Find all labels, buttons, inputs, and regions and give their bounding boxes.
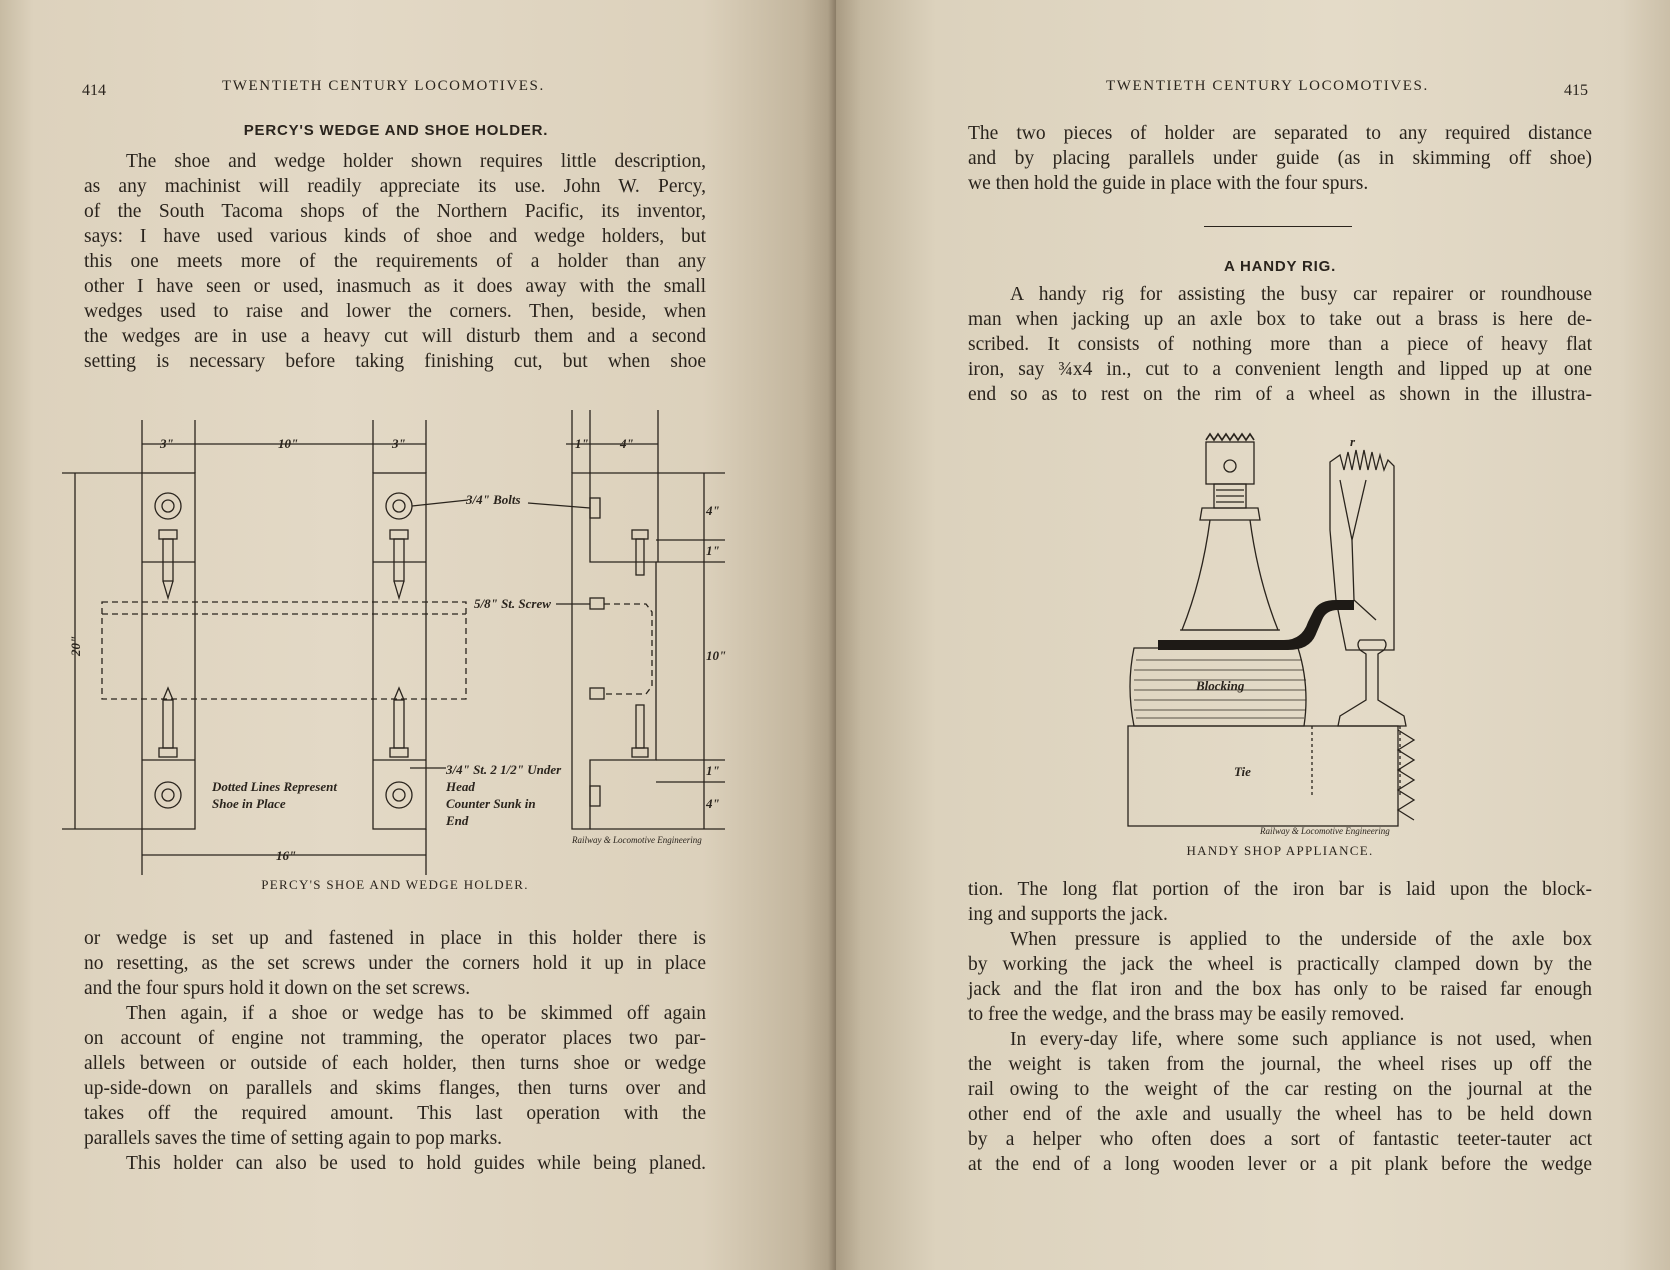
text-line: the weight is taken from the journal, th… — [968, 1054, 1592, 1075]
section-heading: A HANDY RIG. — [1223, 258, 1337, 275]
text-line: by working the jack the wheel is practic… — [968, 954, 1592, 975]
text-line: we then hold the guide in place with the… — [968, 173, 1369, 194]
left-holder-outline — [141, 472, 196, 830]
wheel-rim — [1329, 449, 1395, 651]
text-line: this one meets more of the requirements … — [84, 251, 706, 272]
dotted-lines-label-1: Dotted Lines Represent — [211, 779, 337, 794]
figure-caption: HANDY SHOP APPLIANCE. — [1186, 843, 1374, 858]
tie — [1127, 725, 1399, 827]
shoe-wedge-holder-drawing: 3" 10" 3" 1" 4" 20" 16" 4" 1" 10" 1" 4" … — [62, 410, 726, 875]
tie-label: Tie — [1234, 764, 1251, 779]
text-line: A handy rig for assisting the busy car r… — [1010, 284, 1592, 305]
text-line: no resetting, as the set screws under th… — [84, 953, 706, 974]
text-line: other I have seen or used, inasmuch as i… — [84, 276, 706, 297]
text-line: as any machinist will readily appreciate… — [84, 176, 706, 197]
text-line: setting is necessary before taking finis… — [84, 351, 706, 372]
right-page: TWENTIETH CENTURY LOCOMOTIVES. 415 The t… — [836, 0, 1670, 1270]
flat-iron-bar — [1158, 600, 1354, 650]
text-line: and by placing parallels under guide (as… — [968, 148, 1592, 169]
text-line: The two pieces of holder are separated t… — [968, 123, 1592, 144]
text-line: on account of engine not tramming, the o… — [84, 1028, 706, 1049]
side-view-holder — [571, 472, 657, 830]
text-line: of the South Tacoma shops of the Norther… — [84, 201, 706, 222]
handy-shop-appliance-drawing: Blocking Tie r Railway & Locomotive Engi… — [1127, 432, 1416, 836]
text-line: says: I have used various kinds of shoe … — [84, 226, 706, 247]
paragraph: The shoe and wedge holder shown requires… — [84, 149, 706, 374]
under-head-label-3: Counter Sunk in — [446, 796, 536, 811]
dim-label: 1" — [706, 543, 720, 558]
text-line: other end of the axle and usually the wh… — [968, 1104, 1592, 1125]
blocking-label: Blocking — [1195, 678, 1245, 693]
text-line: parallels saves the time of setting agai… — [84, 1128, 503, 1149]
paragraph: tion. The long flat portion of the iron … — [968, 877, 1592, 927]
section-heading: PERCY'S WEDGE AND SHOE HOLDER. — [243, 122, 549, 139]
text-line: up-side-down on parallels and skims flan… — [84, 1078, 706, 1099]
text-line: by a helper who often does a sort of fan… — [968, 1129, 1592, 1150]
paragraph: A handy rig for assisting the busy car r… — [968, 282, 1592, 407]
figure-credit: Railway & Locomotive Engineering — [1259, 826, 1390, 836]
bolts-label: 3/4" Bolts — [465, 492, 521, 507]
text-line: Then again, if a shoe or wedge has to be… — [126, 1003, 706, 1024]
text-line: rail owing to the weight of the car rest… — [968, 1079, 1592, 1100]
rim-label: r — [1350, 434, 1356, 449]
dim-label: 16" — [276, 848, 296, 863]
dim-label: 4" — [705, 503, 720, 518]
rail — [1337, 639, 1407, 727]
paragraph: The two pieces of holder are separated t… — [968, 121, 1592, 196]
dim-label: 4" — [619, 436, 634, 451]
dim-label: 4" — [705, 796, 720, 811]
paragraph: Then again, if a shoe or wedge has to be… — [84, 1001, 706, 1151]
text-line: to free the wedge, and the brass may be … — [968, 1004, 1405, 1025]
under-head-label-2: Head — [445, 779, 475, 794]
paragraph: When pressure is applied to the undersid… — [968, 927, 1592, 1027]
text-line: The shoe and wedge holder shown requires… — [126, 151, 706, 172]
paragraph: In every-day life, where some such appli… — [968, 1027, 1592, 1177]
text-line: wedges used to raise and lower the corne… — [84, 301, 706, 322]
dim-label: 3" — [391, 436, 406, 451]
text-line: When pressure is applied to the undersid… — [1010, 929, 1592, 950]
text-line: at the end of a long wooden lever or a p… — [968, 1154, 1592, 1175]
dim-label: 10" — [706, 648, 726, 663]
set-screw-label: 5/8" St. Screw — [474, 596, 551, 611]
dim-label: 1" — [575, 436, 589, 451]
paragraph: or wedge is set up and fastened in place… — [84, 926, 706, 1001]
under-head-label-1: 3/4" St. 2 1/2" Under — [445, 762, 562, 777]
running-head: TWENTIETH CENTURY LOCOMOTIVES. — [222, 78, 545, 94]
text-line: the wedges are in use a heavy cut will d… — [84, 326, 706, 347]
text-line: scribed. It consists of nothing more tha… — [968, 334, 1592, 355]
dim-label: 3" — [159, 436, 174, 451]
text-line: This holder can also be used to hold gui… — [126, 1153, 706, 1174]
page-number: 414 — [82, 82, 106, 99]
text-line: or wedge is set up and fastened in place… — [84, 928, 706, 949]
figure-caption: PERCY'S SHOE AND WEDGE HOLDER. — [261, 877, 529, 892]
text-line: jack and the flat iron and the box has o… — [968, 979, 1592, 1000]
dim-label: 20" — [68, 636, 83, 657]
jack-head — [1205, 441, 1255, 485]
page-number: 415 — [1564, 82, 1588, 99]
left-page: 414 TWENTIETH CENTURY LOCOMOTIVES. PERCY… — [0, 0, 836, 1270]
text-line: end so as to rest on the rim of a wheel … — [968, 384, 1592, 405]
running-head: TWENTIETH CENTURY LOCOMOTIVES. — [1106, 78, 1429, 94]
text-line: man when jacking up an axle box to take … — [968, 309, 1592, 330]
text-line: allels between or outside of each holder… — [84, 1053, 706, 1074]
text-line: and the four spurs hold it down on the s… — [84, 978, 471, 999]
jack-body — [1181, 519, 1279, 631]
text-line: ing and supports the jack. — [968, 904, 1168, 925]
dotted-lines-label-2: Shoe in Place — [212, 796, 286, 811]
section-divider — [1204, 226, 1352, 227]
middle-holder-outline — [372, 472, 427, 830]
figure-credit: Railway & Locomotive Engineering — [571, 835, 702, 845]
paragraph: This holder can also be used to hold gui… — [84, 1151, 706, 1176]
shoe-dotted-outline — [101, 601, 467, 700]
dim-label: 10" — [278, 436, 298, 451]
dim-label: 1" — [706, 763, 720, 778]
text-line: tion. The long flat portion of the iron … — [968, 879, 1592, 900]
under-head-label-4: End — [445, 813, 469, 828]
text-line: In every-day life, where some such appli… — [1010, 1029, 1592, 1050]
text-line: iron, say ¾x4 in., cut to a convenient l… — [968, 359, 1592, 380]
text-line: takes off the required amount. This last… — [84, 1103, 706, 1124]
